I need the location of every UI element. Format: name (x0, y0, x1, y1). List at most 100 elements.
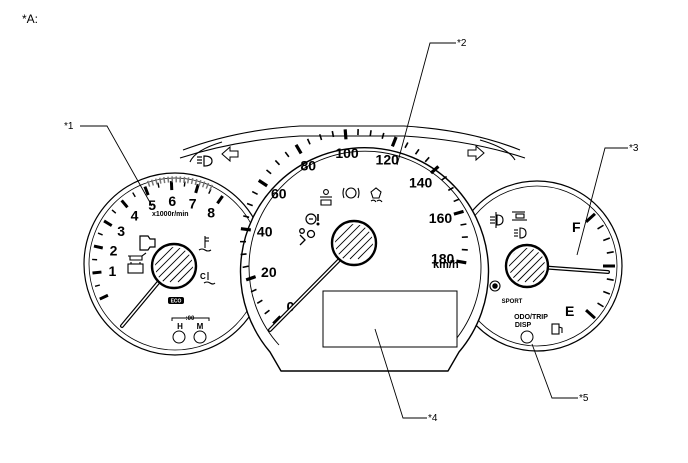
speedometer-ticks (239, 129, 468, 325)
left-turn-icon (221, 145, 239, 163)
multi-information-display (322, 290, 458, 348)
odo-trip-button[interactable] (520, 330, 534, 344)
speed-minor-tick (242, 265, 249, 269)
speed-minor-tick (256, 299, 263, 304)
tach-minor-tick (132, 192, 136, 198)
speed-minor-tick (240, 253, 247, 256)
tachometer-unit: x1000r/min (152, 211, 189, 218)
speed-number: 80 (300, 157, 316, 173)
speed-minor-tick (369, 130, 372, 137)
leader-5 (531, 343, 578, 399)
speed-minor-tick (243, 215, 250, 219)
speed-minor-tick (284, 151, 290, 158)
tachometer-hub (150, 242, 198, 290)
fuel-minor-tick (597, 224, 604, 230)
clock-minute-button[interactable] (193, 330, 207, 344)
tach-number: 1 (108, 263, 116, 279)
speed-major-tick (257, 179, 268, 188)
tach-minor-tick (157, 182, 160, 188)
speed-number: 100 (335, 145, 359, 161)
odo-disp-label: DISP (515, 322, 532, 329)
speed-number: 20 (261, 264, 277, 280)
tach-major-tick (92, 270, 102, 275)
tach-minor-tick (183, 181, 186, 187)
fuel-major-tick (585, 309, 596, 320)
fuel-minor-tick (606, 278, 614, 282)
tach-major-tick (99, 293, 109, 301)
speed-minor-tick (306, 138, 311, 145)
speed-major-tick (240, 227, 252, 232)
speed-minor-tick (251, 190, 258, 196)
clock-hour-button[interactable] (172, 330, 186, 344)
rear-fog-icon (512, 211, 527, 221)
figure-label: *A: (22, 12, 39, 26)
speed-minor-tick (424, 156, 430, 163)
tachometer-redzone (147, 176, 214, 191)
minute-label: M (197, 322, 204, 331)
coolant-temp-icon (198, 236, 212, 252)
leader-3 (576, 147, 628, 256)
speed-minor-tick (250, 288, 257, 293)
fuel-minor-tick (606, 250, 614, 254)
speed-minor-tick (453, 198, 460, 203)
tach-major-tick (194, 183, 200, 194)
tach-number: 3 (117, 223, 125, 239)
fuel-empty-label: E (565, 303, 574, 319)
seatbelt-warning-icon (320, 189, 332, 206)
speed-number: 60 (271, 185, 287, 201)
tach-number: 8 (207, 204, 215, 220)
callout-5: *5 (579, 393, 589, 404)
fuel-pump-icon (551, 323, 563, 335)
speed-minor-tick (265, 169, 272, 175)
speed-number: 120 (376, 151, 400, 167)
speed-major-tick (272, 315, 282, 325)
fuel-minor-tick (602, 290, 611, 295)
speed-number: 40 (257, 224, 273, 240)
speed-minor-tick (274, 159, 281, 166)
tach-minor-tick (111, 209, 117, 214)
speed-major-tick (453, 209, 464, 216)
tach-minor-tick (97, 232, 103, 236)
fuel-hub (504, 243, 550, 289)
slip-indicator-icon (370, 187, 383, 203)
speed-minor-tick (404, 142, 409, 149)
leader-4 (374, 328, 427, 419)
speed-major-tick (245, 275, 257, 282)
headlight-auto-icon (514, 227, 527, 239)
callout-4: *4 (428, 413, 438, 424)
battery-icon (127, 262, 144, 274)
odo-trip-label: ODO/TRIP (514, 314, 548, 321)
fuel-minor-tick (602, 237, 611, 242)
eco-indicator (168, 297, 184, 304)
check-engine-icon (139, 235, 156, 251)
speedometer-hub (330, 219, 378, 267)
speed-minor-tick (447, 186, 454, 192)
tach-number: 7 (189, 195, 197, 211)
eco-label: ECO (171, 299, 182, 305)
svg-text:C: C (200, 272, 206, 281)
tach-major-tick (120, 199, 129, 209)
fuel-gauge-ticks (585, 212, 615, 320)
fuel-full-label: F (572, 219, 581, 235)
speed-number: 180 (431, 251, 455, 267)
speed-minor-tick (460, 223, 467, 226)
tach-number: 2 (110, 242, 118, 258)
hour-label: H (177, 322, 183, 331)
headlight-icon (197, 155, 213, 167)
speed-minor-tick (246, 202, 253, 207)
right-turn-icon (467, 144, 485, 162)
speed-minor-tick (331, 130, 335, 138)
speed-unit: km/h (433, 259, 459, 271)
tach-major-tick (216, 195, 224, 205)
tach-major-tick (103, 219, 113, 227)
sport-mode-icon (489, 280, 501, 292)
tach-number: 4 (131, 208, 139, 224)
brake-warning-icon (342, 187, 360, 199)
speed-minor-tick (441, 175, 448, 181)
fuel-gauge: F E SPORT ODO/TRIP DISP (451, 180, 623, 352)
speed-major-tick (343, 129, 348, 140)
